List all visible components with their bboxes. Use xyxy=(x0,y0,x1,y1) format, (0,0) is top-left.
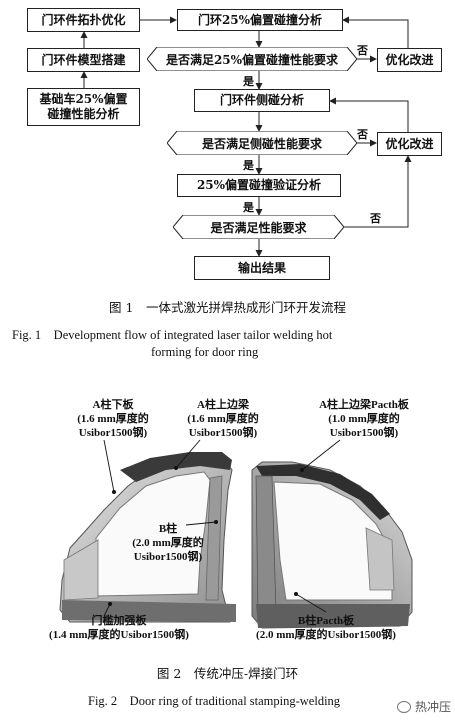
decision-25-offset-label: 是否满足25%偏置碰撞性能要求 xyxy=(165,52,339,67)
node-door-model: 门环件模型搭建 xyxy=(27,48,140,72)
label-sill-spec: (1.4 mm厚度的Usibor1500钢) xyxy=(49,629,189,641)
label-a-pillar-upper-spec1: (1.6 mm厚度的 xyxy=(187,413,259,425)
yes-label-1: 是 xyxy=(243,75,254,88)
node-25-analysis: 门环25%偏置碰撞分析 xyxy=(177,9,343,31)
no-label-1: 否 xyxy=(357,44,368,57)
node-output: 输出结果 xyxy=(194,256,330,280)
node-25-verify: 25%偏置碰撞验证分析 xyxy=(177,174,341,197)
watermark: 热冲压 xyxy=(396,698,451,715)
decision-performance-label: 是否满足性能要求 xyxy=(210,220,307,235)
node-optimize-1: 优化改进 xyxy=(377,48,442,72)
label-a-pillar-upper-spec2: Usibor1500钢) xyxy=(188,427,258,439)
decision-side-impact: 是否满足侧碰性能要求 xyxy=(167,131,357,155)
node-side-analysis: 门环件侧碰分析 xyxy=(194,89,330,112)
label-a-pillar-upper: A柱上边梁 (1.6 mm厚度的 Usibor1500钢) xyxy=(168,398,278,440)
label-b-pillar-patch-title: B柱Pacth板 xyxy=(297,615,355,627)
label-a-pillar-patch-spec2: Usibor1500钢) xyxy=(329,427,399,439)
label-a-pillar-patch-title: A柱上边梁Pacth板 xyxy=(319,399,409,411)
node-base-car-analysis: 基础车25%偏置碰撞性能分析 xyxy=(27,88,140,126)
yes-label-3: 是 xyxy=(243,201,254,214)
fig1-caption-en-line2: forming for door ring xyxy=(151,345,259,359)
label-b-pillar-patch-spec: (2.0 mm厚度的Usibor1500钢) xyxy=(256,629,396,641)
no-label-3: 否 xyxy=(370,212,381,225)
fig1-caption-en-line1: Fig. 1 Development flow of integrated la… xyxy=(12,328,333,342)
label-a-pillar-lower-spec1: (1.6 mm厚度的 xyxy=(77,413,149,425)
label-a-pillar-patch-spec1: (1.0 mm厚度的 xyxy=(328,413,400,425)
label-a-pillar-lower: A柱下板 (1.6 mm厚度的 Usibor1500钢) xyxy=(58,398,168,440)
watermark-text: 热冲压 xyxy=(414,700,451,714)
fig1-caption-cn: 图 1 一体式激光拼焊热成形门环开发流程 xyxy=(109,300,346,315)
fig2-caption-cn: 图 2 传统冲压-焊接门环 xyxy=(156,666,299,681)
node-optimize-2: 优化改进 xyxy=(377,132,442,156)
label-b-pillar-spec2: Usibor1500钢) xyxy=(133,551,203,563)
label-a-pillar-lower-spec2: Usibor1500钢) xyxy=(78,427,148,439)
decision-25-offset: 是否满足25%偏置碰撞性能要求 xyxy=(147,47,357,71)
label-a-pillar-lower-title: A柱下板 xyxy=(92,399,134,411)
label-sill-reinforcement: 门槛加强板 (1.4 mm厚度的Usibor1500钢) xyxy=(34,614,204,642)
label-a-pillar-upper-title: A柱上边梁 xyxy=(197,399,249,411)
door-ring-right-part xyxy=(251,461,413,629)
decision-performance: 是否满足性能要求 xyxy=(173,215,344,239)
label-sill-title: 门槛加强板 xyxy=(91,615,147,627)
label-b-pillar-title: B柱 xyxy=(158,523,178,535)
label-b-pillar-patch: B柱Pacth板 (2.0 mm厚度的Usibor1500钢) xyxy=(236,614,416,642)
decision-side-impact-label: 是否满足侧碰性能要求 xyxy=(201,136,322,151)
label-a-pillar-patch: A柱上边梁Pacth板 (1.0 mm厚度的 Usibor1500钢) xyxy=(294,398,434,440)
yes-label-2: 是 xyxy=(243,159,254,172)
wechat-icon xyxy=(396,700,411,713)
label-b-pillar-spec1: (2.0 mm厚度的 xyxy=(132,537,204,549)
no-label-2: 否 xyxy=(357,128,368,141)
label-b-pillar: B柱 (2.0 mm厚度的 Usibor1500钢) xyxy=(118,522,218,564)
fig2-caption-en: Fig. 2 Door ring of traditional stamping… xyxy=(88,694,341,708)
node-door-topology: 门环件拓扑优化 xyxy=(27,8,140,32)
